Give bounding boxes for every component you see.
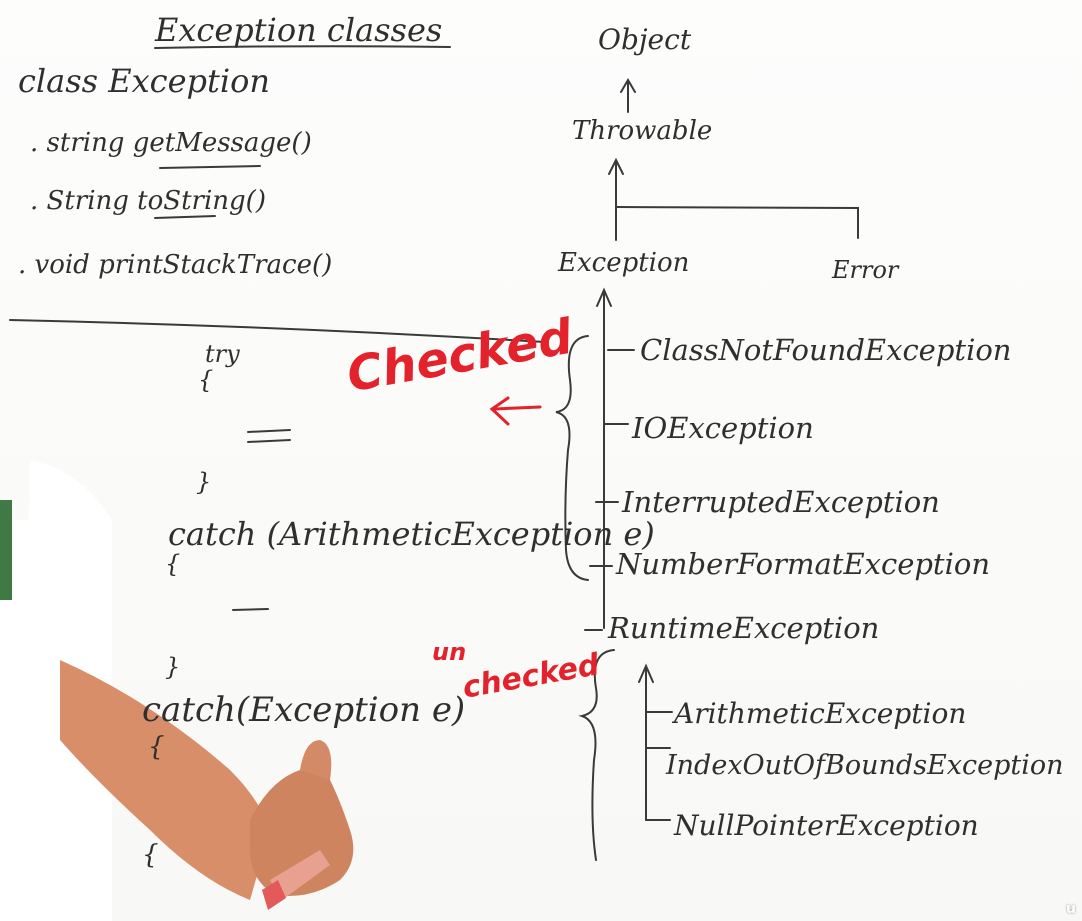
hierarchy-throwable: Throwable — [572, 116, 713, 146]
method-to-string: . String toString() — [30, 186, 266, 216]
unchecked-exception-2: IndexOutOfBoundsException — [666, 750, 1064, 781]
code-catch-2: catch(Exception e) — [142, 690, 466, 730]
arrow-throwable-object — [620, 78, 636, 113]
code-open-brace-2: { — [165, 550, 181, 578]
checked-exception-4: NumberFormatException — [616, 547, 990, 581]
arrow-main-exception — [596, 287, 612, 629]
unchecked-prefix: un — [432, 638, 467, 666]
unchecked-exception-1: ArithmeticException — [674, 697, 967, 730]
getmessage-underline — [159, 165, 261, 169]
red-arrow — [489, 396, 542, 426]
hierarchy-exception: Exception — [558, 248, 690, 278]
code-body-equals — [247, 429, 291, 443]
heading: Exception classes — [155, 11, 443, 49]
code-body-dash-1 — [232, 608, 269, 611]
watermark-logo: u — [1066, 901, 1076, 917]
checked-exception-2: IOException — [632, 411, 814, 445]
arrow-runtime-subtree — [638, 663, 654, 821]
tostring-underline — [154, 215, 216, 219]
code-close-brace-1: } — [196, 468, 212, 496]
code-open-brace-3: { — [148, 732, 165, 762]
checked-exception-3: InterruptedException — [622, 485, 940, 519]
method-get-message: . string getMessage() — [30, 128, 312, 158]
heading-underline — [154, 45, 451, 49]
code-close-brace-2: } — [165, 653, 181, 681]
hierarchy-error: Error — [832, 256, 899, 284]
presenter-arm — [0, 460, 354, 921]
code-catch-1: catch (ArithmeticException e) — [168, 515, 655, 553]
method-print-stack-trace: . void printStackTrace() — [18, 250, 333, 280]
code-try: try — [205, 340, 240, 368]
code-close-brace-3: { — [142, 840, 159, 870]
brace-checked — [555, 335, 589, 581]
hierarchy-object: Object — [598, 23, 692, 56]
unchecked-exception-3: NullPointerException — [674, 809, 979, 842]
code-open-brace-1: { — [198, 366, 214, 394]
checked-exception-1: ClassNotFoundException — [640, 333, 1012, 367]
divider-line — [9, 319, 546, 343]
arrow-exception-throwable — [608, 157, 624, 241]
class-line: class Exception — [18, 62, 270, 100]
connector-error — [615, 206, 859, 239]
brace-unchecked — [578, 649, 615, 861]
runtime-exception: RuntimeException — [608, 611, 880, 645]
